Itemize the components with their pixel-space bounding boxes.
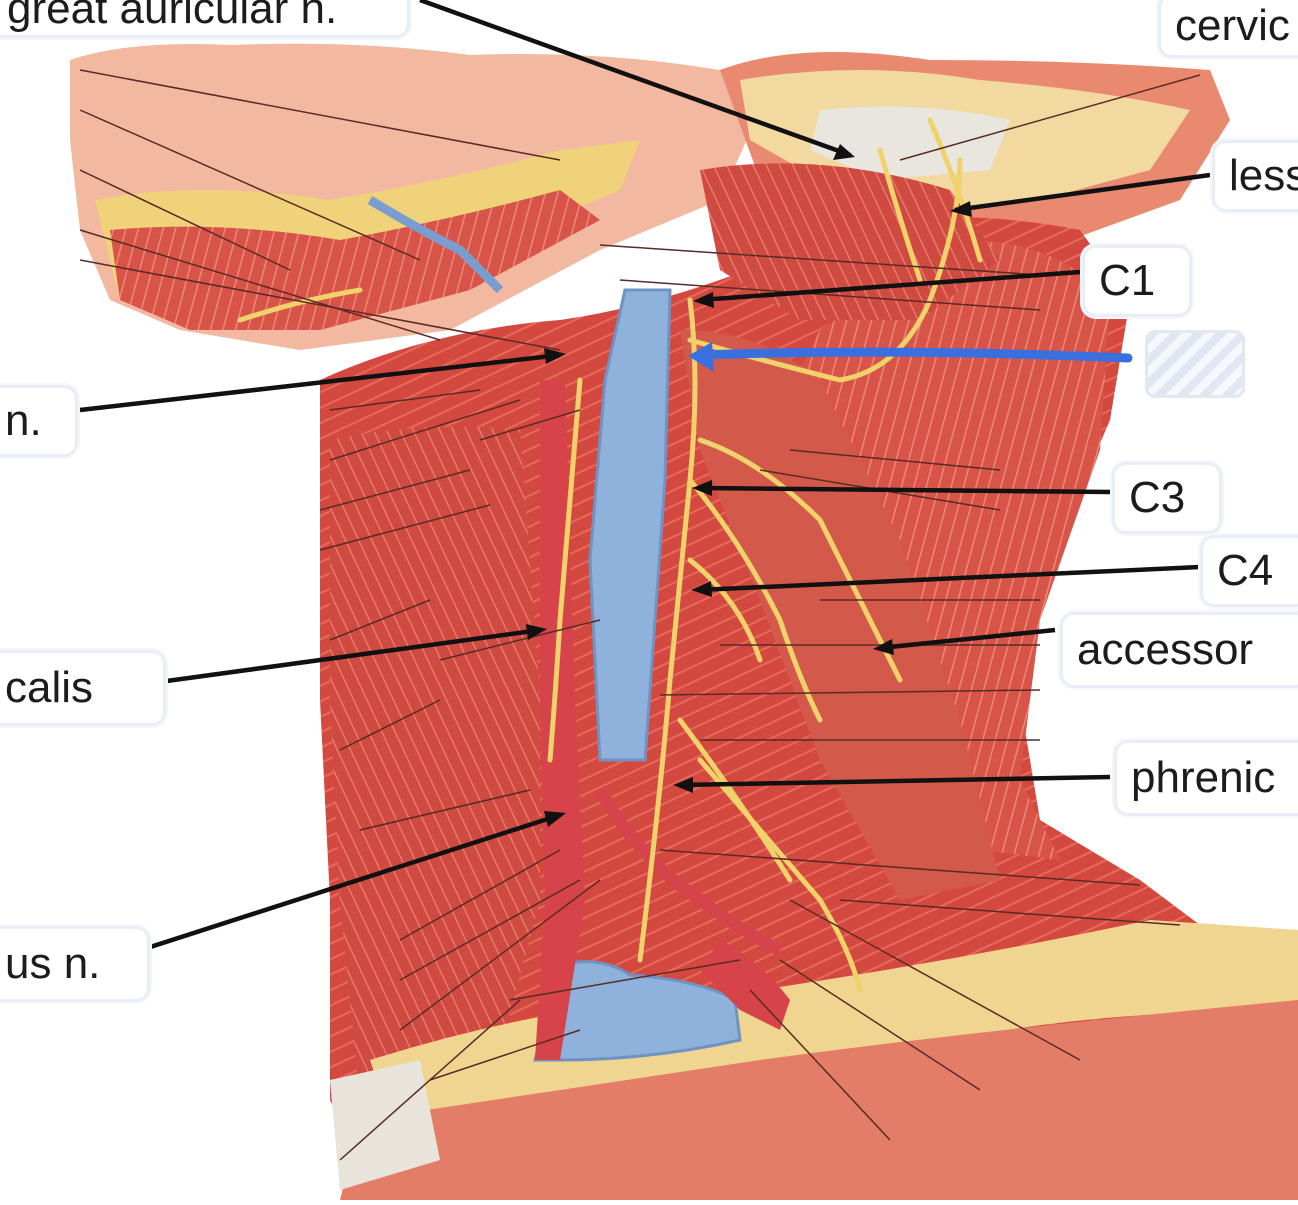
clavicle-pale [330,1060,440,1190]
label-accessory[interactable]: accessor [1060,612,1298,688]
label-phrenic[interactable]: phrenic [1114,740,1298,816]
chest-skin [340,1000,1298,1200]
highlight-arrow [688,342,1133,372]
label-n-left-text: n. [5,396,42,445]
label-c4[interactable]: C4 [1200,535,1298,607]
label-great-auricular[interactable]: great auricular n. [0,0,410,38]
upper-posterior-muscle [700,163,1000,320]
label-phrenic-text: phrenic [1131,753,1276,802]
facial-vein [367,196,504,294]
label-c3[interactable]: C3 [1112,462,1222,534]
label-us-n[interactable]: us n. [0,926,150,1002]
arrowheads [526,144,972,827]
label-cervical[interactable]: cervic [1158,0,1298,58]
label-c4-text: C4 [1217,546,1274,595]
label-c3-text: C3 [1129,473,1186,522]
label-us-n-text: us n. [5,939,101,988]
trapezius [760,240,1110,860]
label-lesser-text: less [1229,151,1298,200]
arterial-branch [594,787,783,956]
label-n-left[interactable]: n. [0,385,78,457]
leader-lines [79,69,1201,1161]
hidden-label-box[interactable] [1145,330,1245,398]
label-c1-text: C1 [1099,256,1156,305]
label-great-auricular-text: great auricular n. [7,0,338,33]
sternocleidomastoid [330,426,540,1121]
label-calis-text: calis [5,663,94,712]
nerve-network [237,117,983,993]
internal-jugular-vein [588,288,672,762]
label-lesser[interactable]: less [1212,140,1298,212]
label-c1[interactable]: C1 [1082,245,1192,317]
label-cervical-text: cervic [1175,1,1290,50]
common-carotid-artery [535,380,585,1060]
label-accessory-text: accessor [1077,625,1254,674]
pointer-arrows [79,0,1211,963]
submandibular-muscle [110,190,600,330]
label-calis[interactable]: calis [0,650,166,726]
